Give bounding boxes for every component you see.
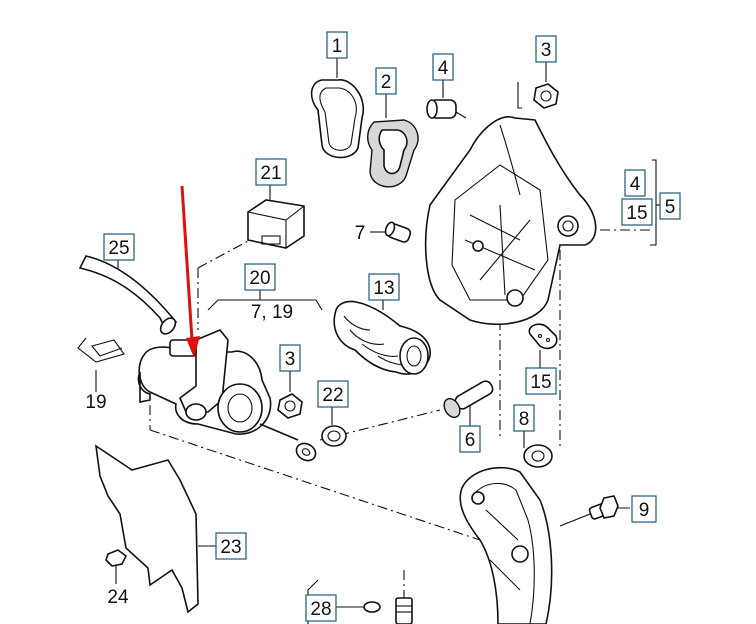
svg-text:4: 4 (630, 174, 641, 195)
callout-15b: 15 (525, 367, 557, 395)
part-15-buffer (528, 323, 558, 350)
svg-text:4: 4 (438, 58, 449, 79)
svg-text:8: 8 (519, 409, 530, 430)
callout-7: 7 (355, 223, 366, 244)
part-3-nut-top (533, 83, 559, 109)
part-9-bolt (559, 495, 619, 527)
svg-text:28: 28 (310, 599, 331, 620)
callout-7-19: 7, 19 (251, 302, 293, 323)
part-28-nut (363, 601, 381, 613)
part-22-bush (321, 425, 347, 447)
callout-1: 1 (326, 31, 348, 59)
callout-3a: 3 (535, 35, 557, 63)
callout-5: 5 (659, 192, 681, 220)
callout-19: 19 (85, 392, 106, 413)
svg-text:1: 1 (332, 36, 343, 57)
svg-text:3: 3 (285, 349, 296, 370)
svg-text:6: 6 (465, 430, 476, 451)
svg-text:2: 2 (381, 72, 392, 93)
callouts: 1 2 3 4 4 15 5 21 7 (85, 31, 681, 622)
part-4-bushing (426, 99, 467, 119)
pedal-arm (459, 466, 553, 624)
part-28-screw (395, 597, 413, 624)
callout-22: 22 (317, 380, 349, 408)
svg-text:19: 19 (85, 392, 106, 413)
part-13-bellows (333, 300, 431, 375)
svg-text:24: 24 (107, 587, 129, 608)
part-8-bushing (523, 444, 553, 468)
svg-text:20: 20 (249, 268, 270, 289)
svg-text:22: 22 (322, 385, 343, 406)
svg-text:9: 9 (639, 500, 650, 521)
svg-text:21: 21 (260, 163, 281, 184)
svg-text:25: 25 (108, 238, 129, 259)
svg-text:23: 23 (220, 537, 241, 558)
part-1-seal (310, 79, 365, 159)
part-24-clip (105, 549, 128, 567)
svg-text:3: 3 (541, 40, 552, 61)
callout-25: 25 (103, 233, 135, 261)
svg-text:13: 13 (373, 278, 394, 299)
svg-text:5: 5 (665, 197, 676, 218)
pedal-bracket (424, 116, 597, 326)
clutch-master-cylinder (137, 329, 317, 462)
callout-20: 20 (244, 263, 276, 291)
callout-8: 8 (513, 404, 535, 432)
callout-3b: 3 (279, 344, 301, 372)
part-7-pin (384, 221, 412, 243)
part-21-connector (247, 199, 305, 249)
callout-23: 23 (215, 532, 247, 560)
svg-text:7: 7 (355, 223, 366, 244)
callout-24: 24 (107, 587, 129, 608)
svg-text:15: 15 (626, 203, 647, 224)
part-19-clip (77, 337, 125, 363)
svg-text:15: 15 (530, 372, 551, 393)
svg-text:7, 19: 7, 19 (251, 302, 293, 323)
callout-6: 6 (459, 425, 481, 453)
callout-21: 21 (255, 158, 287, 186)
callout-13: 13 (368, 273, 400, 301)
part-3-nut-middle (277, 393, 303, 419)
callout-15a: 15 (621, 198, 653, 226)
callout-28: 28 (305, 594, 337, 622)
part-23-shield (94, 444, 199, 614)
callout-2: 2 (375, 67, 397, 95)
callout-4a: 4 (432, 53, 454, 81)
indicator-arrow (180, 185, 200, 358)
part-6-sleeve (443, 380, 494, 419)
callout-9: 9 (631, 495, 657, 523)
callout-4b: 4 (624, 169, 646, 197)
part-25-hose (78, 255, 178, 335)
